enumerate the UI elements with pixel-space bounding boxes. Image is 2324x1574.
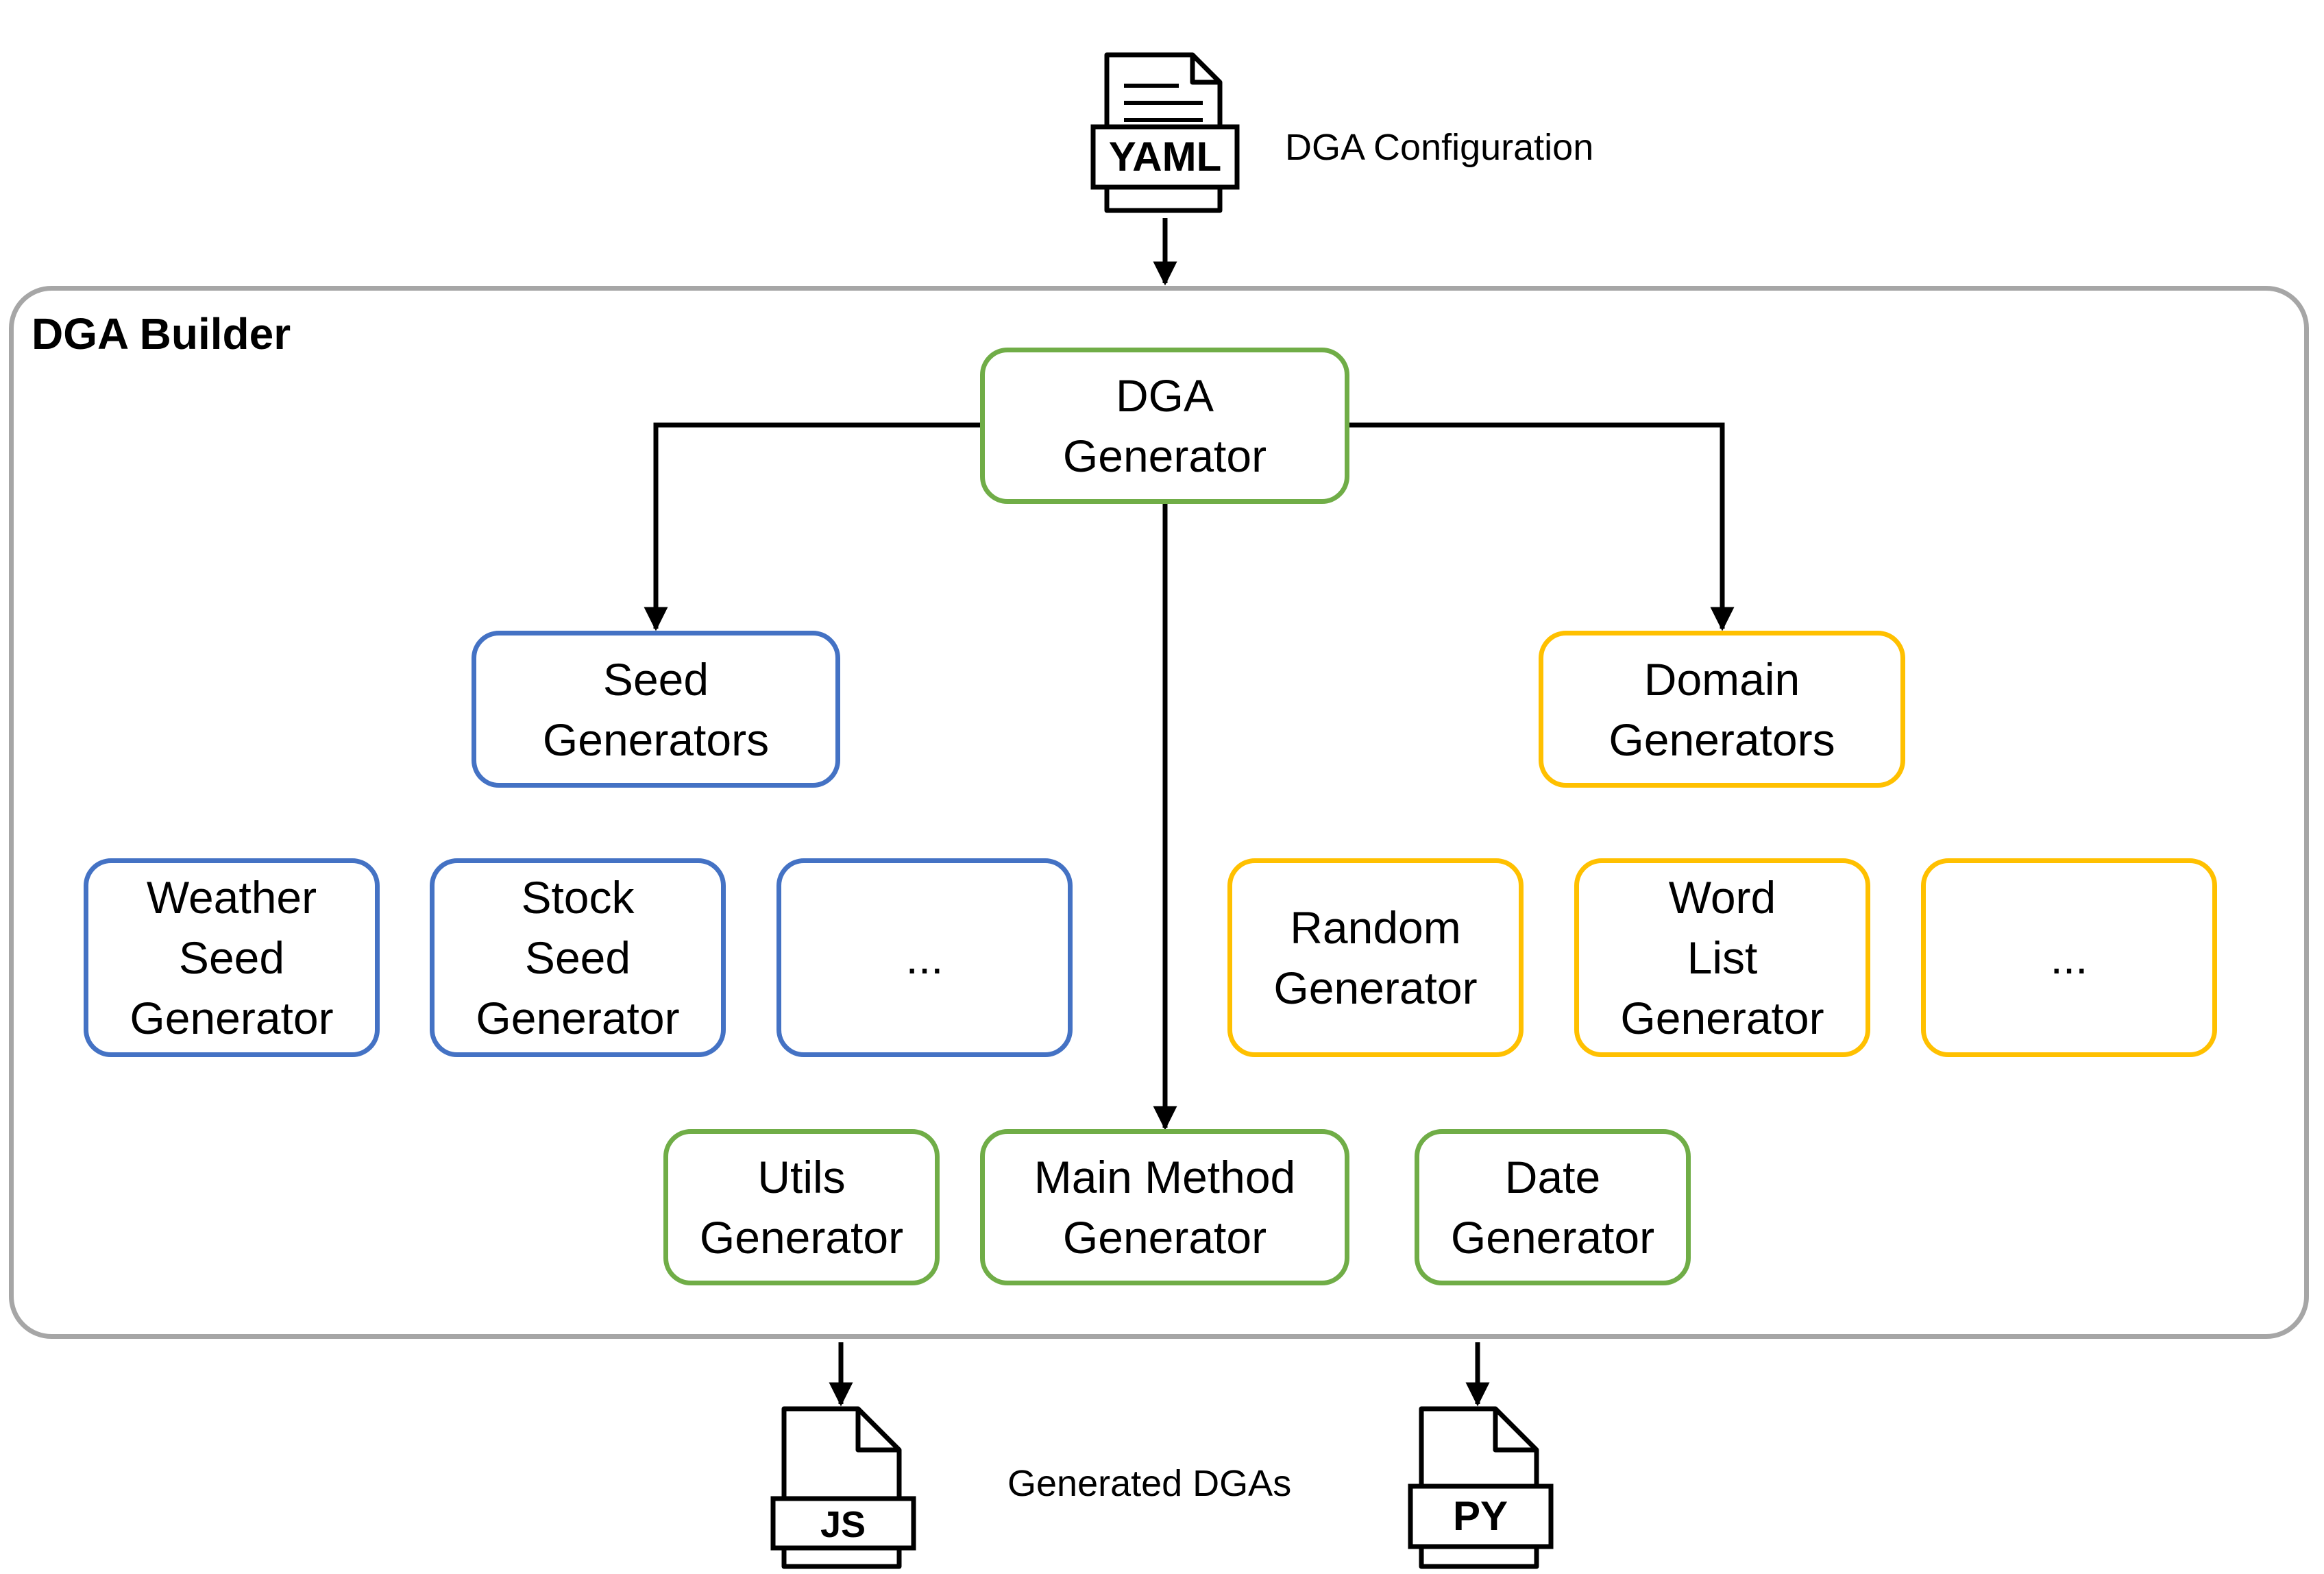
word-list-line-2: List [1687,932,1758,983]
builder-title: DGA Builder [32,309,291,359]
config-label: DGA Configuration [1285,127,1594,168]
weather-seed-generator-box: Weather Seed Generator [84,858,380,1057]
dga-generator-line-1: DGA [1115,370,1214,421]
seed-generators-line-2: Generators [542,714,770,765]
yaml-file-icon: YAML [1090,52,1240,213]
domain-generators-line-1: Domain [1643,653,1800,705]
seed-generators-box: Seed Generators [472,631,840,788]
utils-generator-line-1: Utils [757,1152,846,1202]
random-generator-box: Random Generator [1227,858,1524,1057]
generated-dgas-label: Generated DGAs [1007,1463,1292,1504]
more-seed-generators-box: ... [776,858,1073,1057]
more-domain-generators-box: ... [1921,858,2217,1057]
svg-text:YAML: YAML [1109,134,1221,180]
more-seed-ellipsis: ... [905,932,944,983]
random-generator-line-1: Random [1290,902,1461,953]
stock-seed-line-1: Stock [521,872,635,923]
py-file-icon: PY [1408,1406,1554,1569]
date-generator-line-1: Date [1504,1152,1601,1202]
word-list-line-3: Generator [1620,993,1824,1043]
dga-generator-line-2: Generator [1062,431,1267,481]
stock-seed-line-2: Seed [524,932,631,983]
dga-builder-container [9,286,2309,1339]
utils-generator-box: Utils Generator [663,1129,940,1285]
main-method-line-1: Main Method [1033,1152,1296,1202]
stock-seed-line-3: Generator [476,993,680,1043]
date-generator-box: Date Generator [1415,1129,1691,1285]
random-generator-line-2: Generator [1273,962,1478,1013]
utils-generator-line-2: Generator [699,1212,904,1263]
weather-seed-line-3: Generator [130,993,334,1043]
domain-generators-box: Domain Generators [1539,631,1905,788]
main-method-line-2: Generator [1062,1212,1267,1263]
svg-text:PY: PY [1453,1493,1508,1539]
svg-text:JS: JS [820,1504,866,1545]
weather-seed-line-1: Weather [146,872,317,923]
domain-generators-line-2: Generators [1609,714,1835,765]
weather-seed-line-2: Seed [178,932,285,983]
word-list-generator-box: Word List Generator [1574,858,1870,1057]
js-file-icon: JS [770,1406,916,1569]
main-method-generator-box: Main Method Generator [980,1129,1349,1285]
arrow-dga-to-domain [1347,422,1735,631]
stock-seed-generator-box: Stock Seed Generator [430,858,726,1057]
seed-generators-line-1: Seed [602,653,709,705]
date-generator-line-2: Generator [1450,1212,1655,1263]
more-domain-ellipsis: ... [2050,932,2088,983]
arrow-dga-to-seed [644,422,982,631]
dga-generator-box: DGA Generator [980,348,1349,504]
word-list-line-1: Word [1668,872,1776,923]
